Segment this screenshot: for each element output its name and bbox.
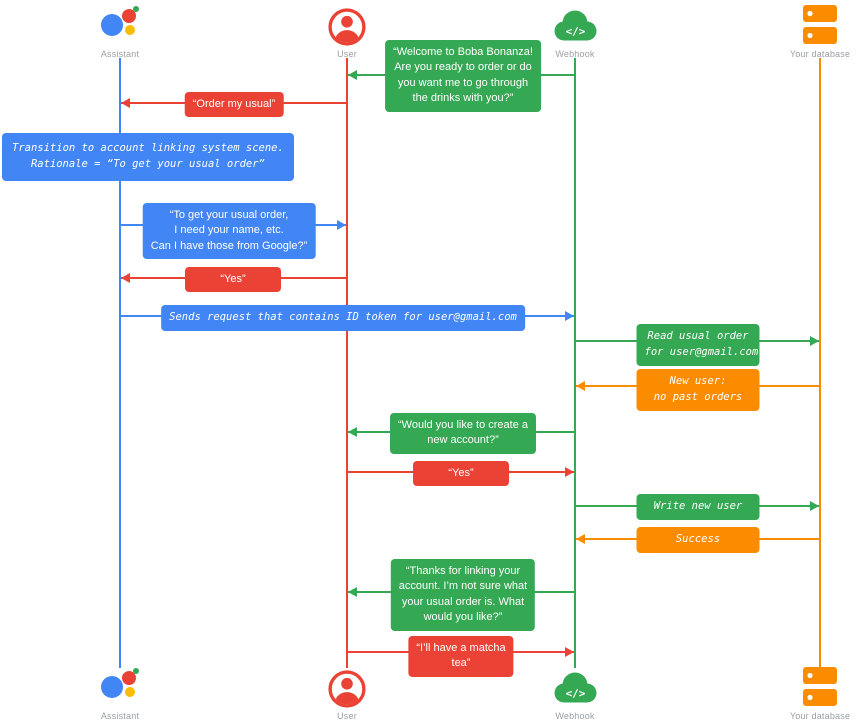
actor-label-assistant: Assistant xyxy=(100,49,140,59)
actor-user-top: User xyxy=(287,2,407,59)
actor-label-user: User xyxy=(337,49,357,59)
actor-label-webhook: Webhook xyxy=(555,49,595,59)
message-id-token-request: Sends request that contains ID token for… xyxy=(161,305,525,331)
actor-webhook-bottom: </> Webhook xyxy=(515,664,635,721)
message-success: Success xyxy=(636,527,760,553)
webhook-cloud-icon: </> xyxy=(515,664,635,708)
lifeline-assistant xyxy=(119,58,121,668)
message-new-user: New user: no past orders xyxy=(636,369,760,411)
actor-database-top: Your database xyxy=(760,2,863,59)
message-yes-1: “Yes” xyxy=(185,267,281,293)
actor-label-database: Your database xyxy=(789,49,851,59)
webhook-cloud-icon: </> xyxy=(515,2,635,46)
actor-assistant-bottom: Assistant xyxy=(60,664,180,721)
actor-user-bottom: User xyxy=(287,664,407,721)
google-assistant-icon xyxy=(60,2,180,46)
svg-text:</>: </> xyxy=(566,687,586,700)
message-thanks-linking: “Thanks for linking your account. I’m no… xyxy=(390,559,536,631)
actor-database-bottom: Your database xyxy=(760,664,863,721)
svg-text:</>: </> xyxy=(566,25,586,38)
actor-label-assistant: Assistant xyxy=(100,711,140,721)
actor-webhook-top: </> Webhook xyxy=(515,2,635,59)
lifeline-user xyxy=(346,58,348,668)
message-matcha-tea: “I’ll have a matcha tea” xyxy=(408,636,514,677)
actor-label-user: User xyxy=(337,711,357,721)
message-create-account: “Would you like to create a new account?… xyxy=(389,413,537,454)
database-icon xyxy=(760,664,863,708)
database-icon xyxy=(760,2,863,46)
actor-label-database: Your database xyxy=(789,711,851,721)
message-yes-2: “Yes” xyxy=(413,461,509,487)
lifeline-webhook xyxy=(574,58,576,668)
user-icon xyxy=(287,664,407,708)
message-order-my-usual: “Order my usual” xyxy=(184,92,284,118)
user-icon xyxy=(287,2,407,46)
lifeline-database xyxy=(819,58,821,668)
actor-label-webhook: Webhook xyxy=(555,711,595,721)
google-assistant-icon xyxy=(60,664,180,708)
actor-assistant-top: Assistant xyxy=(60,2,180,59)
message-read-usual-order: Read usual order for user@gmail.com xyxy=(636,324,760,366)
message-write-new-user: Write new user xyxy=(636,494,760,520)
message-welcome: “Welcome to Boba Bonanza! Are you ready … xyxy=(385,40,541,112)
message-ask-permission: “To get your usual order, I need your na… xyxy=(142,203,316,260)
note-transition-account-linking: Transition to account linking system sce… xyxy=(2,133,294,181)
